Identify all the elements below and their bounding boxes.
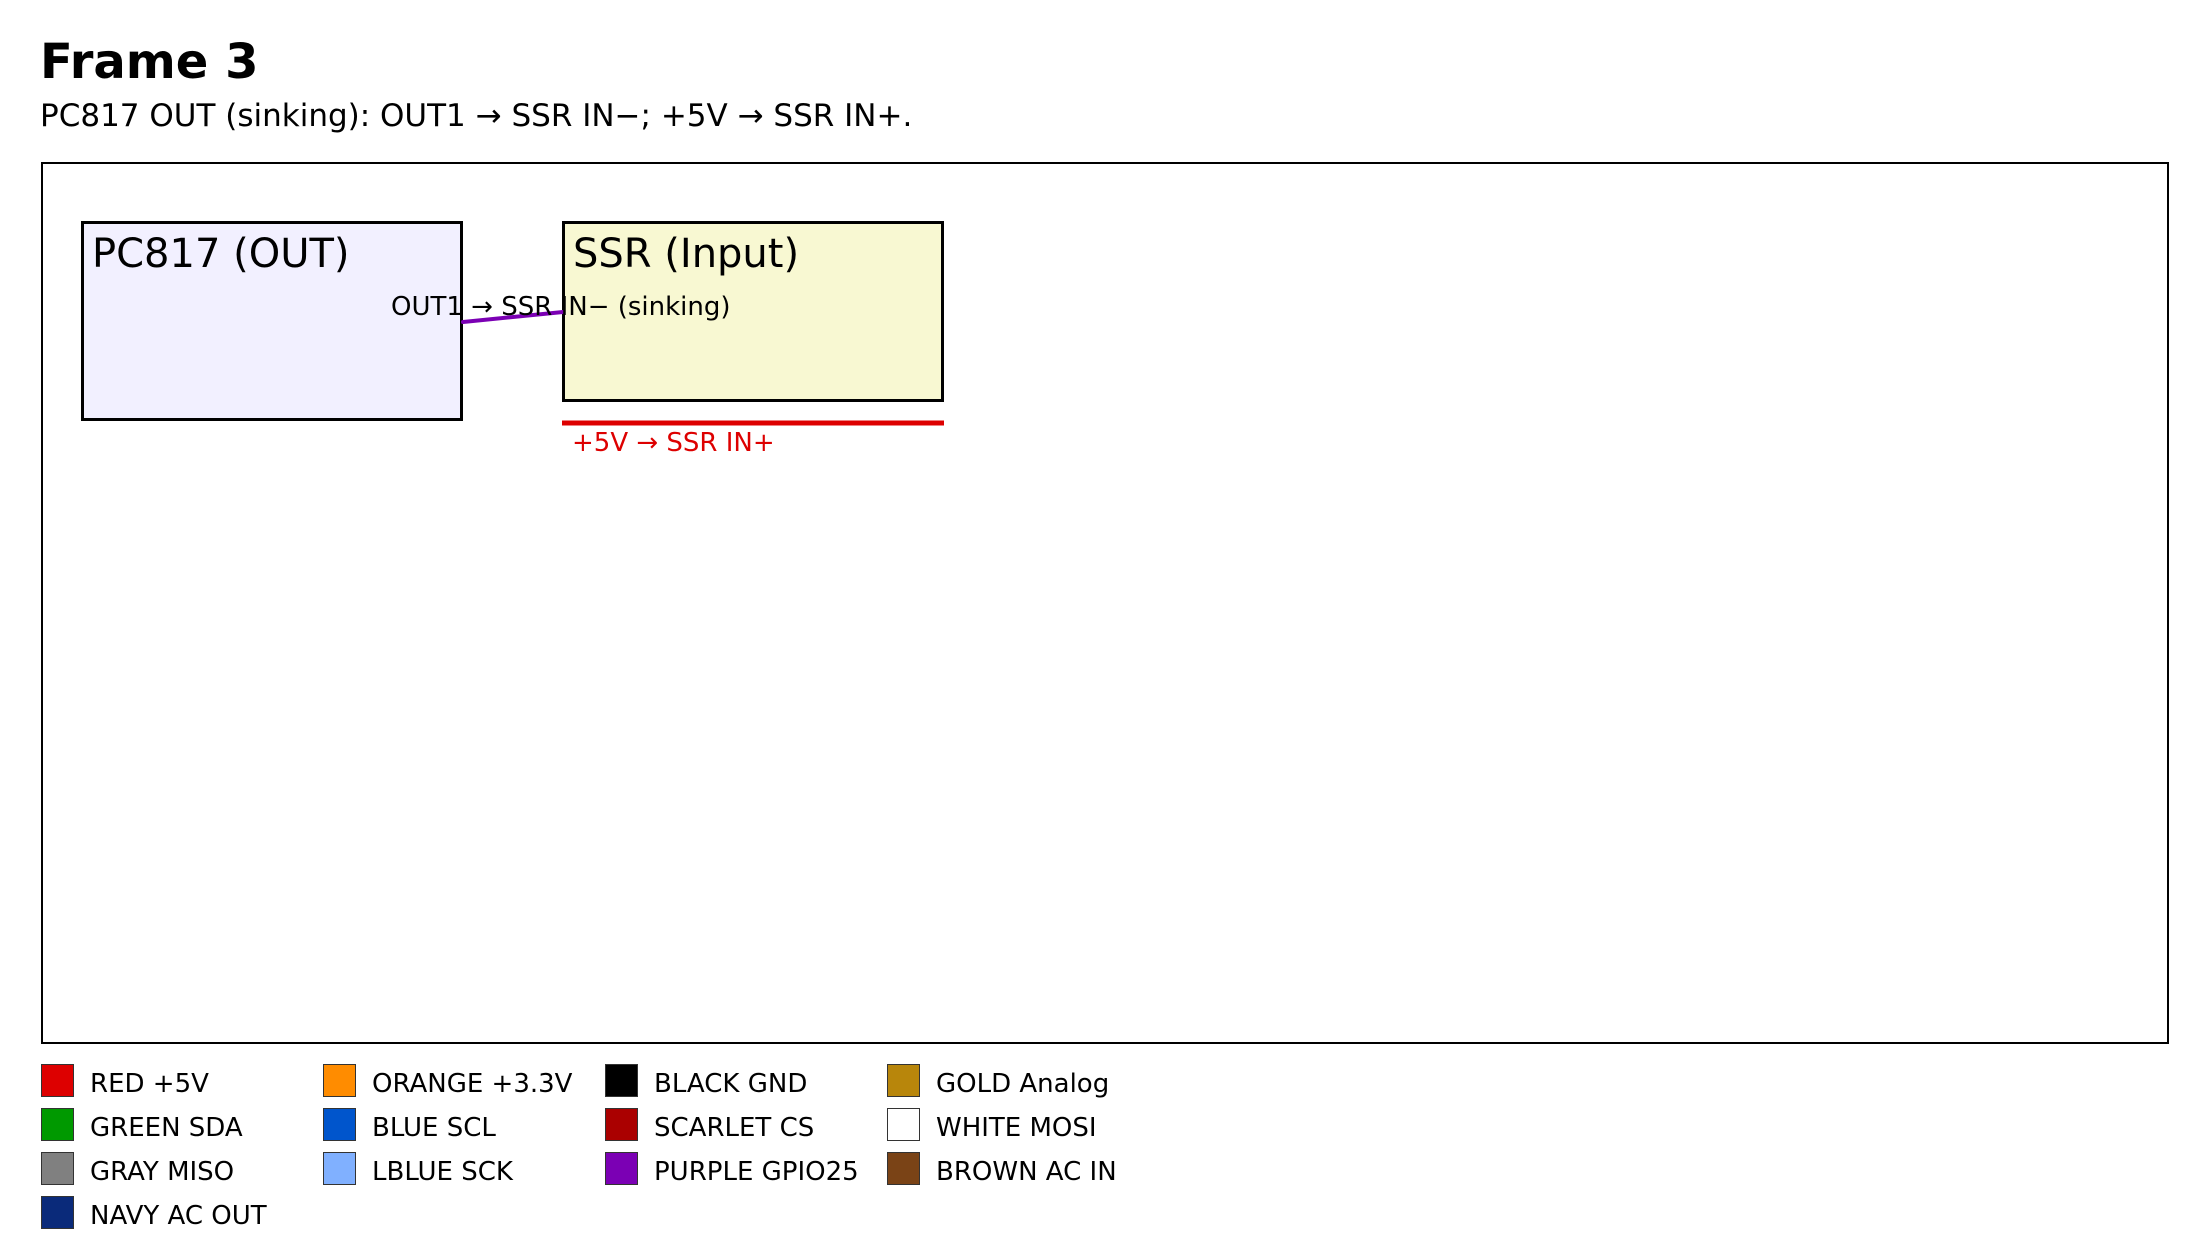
out1-wire-label: OUT1 → SSR IN− (sinking): [391, 292, 731, 322]
page-subtitle: PC817 OUT (sinking): OUT1 → SSR IN−; +5V…: [40, 98, 913, 134]
pc817-out-label: PC817 (OUT): [92, 231, 350, 277]
out1-to-ssr-in-minus-wire[interactable]: [461, 310, 565, 324]
page-title: Frame 3: [40, 34, 259, 90]
legend-label: GRAY MISO: [90, 1157, 235, 1187]
color-legend: RED +5V GREEN SDA GRAY MISO NAVY AC OUT …: [41, 1064, 1241, 1240]
legend-label: BROWN AC IN: [936, 1157, 1117, 1187]
legend-swatch: [323, 1152, 356, 1185]
legend-swatch: [887, 1108, 920, 1141]
legend-swatch: [887, 1152, 920, 1185]
legend-label: ORANGE +3.3V: [372, 1069, 573, 1099]
legend-swatch: [323, 1064, 356, 1097]
legend-label: GREEN SDA: [90, 1113, 243, 1143]
legend-label: WHITE MOSI: [936, 1113, 1097, 1143]
plus5v-wire-label: +5V → SSR IN+: [572, 428, 775, 458]
legend-swatch: [41, 1152, 74, 1185]
legend-label: RED +5V: [90, 1069, 209, 1099]
legend-swatch: [323, 1108, 356, 1141]
legend-swatch: [887, 1064, 920, 1097]
legend-label: BLUE SCL: [372, 1113, 496, 1143]
ssr-input-label: SSR (Input): [573, 231, 800, 277]
legend-swatch: [41, 1108, 74, 1141]
legend-label: LBLUE SCK: [372, 1157, 513, 1187]
legend-swatch: [605, 1064, 638, 1097]
legend-label: BLACK GND: [654, 1069, 808, 1099]
legend-swatch: [605, 1108, 638, 1141]
legend-label: SCARLET CS: [654, 1113, 815, 1143]
legend-label: GOLD Analog: [936, 1069, 1110, 1099]
legend-swatch: [41, 1196, 74, 1229]
legend-swatch: [41, 1064, 74, 1097]
legend-label: NAVY AC OUT: [90, 1201, 267, 1231]
legend-swatch: [605, 1152, 638, 1185]
legend-label: PURPLE GPIO25: [654, 1157, 859, 1187]
